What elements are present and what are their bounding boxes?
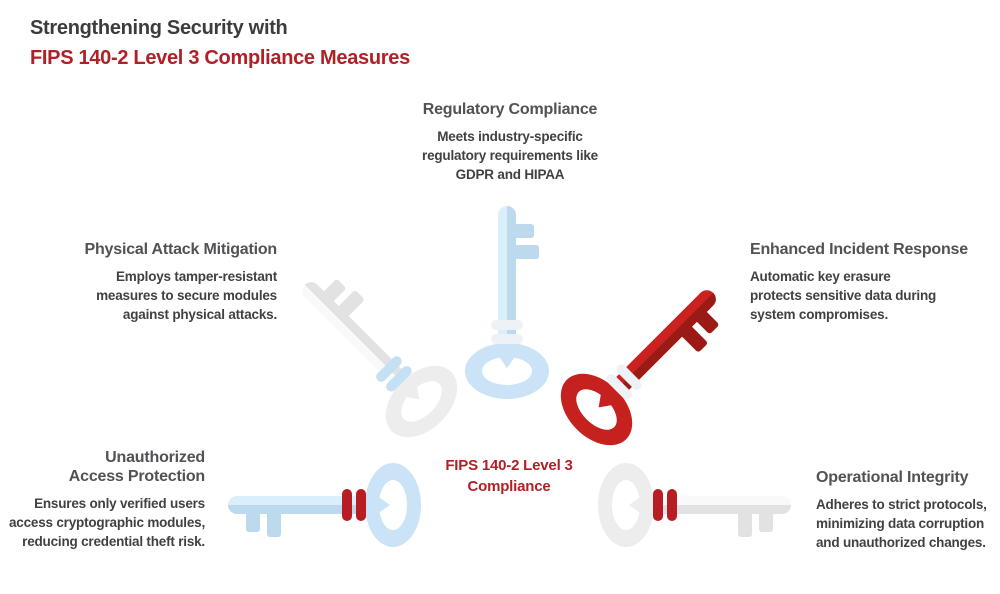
section-body: Employs tamper-resistant measures to sec… [96,269,277,322]
section-body: Meets industry-specific regulatory requi… [422,129,598,182]
section-heading: Regulatory Compliance [422,101,598,118]
section-body: Automatic key erasure protects sensitive… [750,269,937,322]
section-body: Ensures only verified users access crypt… [8,496,205,549]
page-title-line1: Strengthening Security with [30,17,288,39]
key-icon-bottom-left [223,460,423,550]
section-heading: Operational Integrity [816,469,969,486]
center-label: FIPS 140-2 Level 3 Compliance [445,457,573,495]
section-regulatory-compliance: Regulatory Compliance Meets industry-spe… [380,100,640,184]
section-enhanced-incident-response: Enhanced Incident Response Automatic key… [750,240,968,324]
section-physical-attack-mitigation: Physical Attack Mitigation Employs tampe… [84,240,278,324]
key-icon-upper-right [543,257,748,462]
page-title-line2: FIPS 140-2 Level 3 Compliance Measures [30,47,410,69]
section-body: Adheres to strict protocols, minimizing … [816,497,987,550]
page-title: Strengthening Security with FIPS 140-2 L… [30,13,410,73]
section-heading: Physical Attack Mitigation [84,241,278,258]
key-icon-bottom-right [596,460,796,550]
key-icon-top [462,201,552,401]
section-unauthorized-access-protection: Unauthorized Access Protection Ensures o… [9,448,205,551]
section-heading: Unauthorized Access Protection [68,449,205,485]
section-operational-integrity: Operational Integrity Adheres to strict … [816,468,987,552]
section-heading: Enhanced Incident Response [750,241,968,258]
key-icon-upper-left [269,249,474,454]
